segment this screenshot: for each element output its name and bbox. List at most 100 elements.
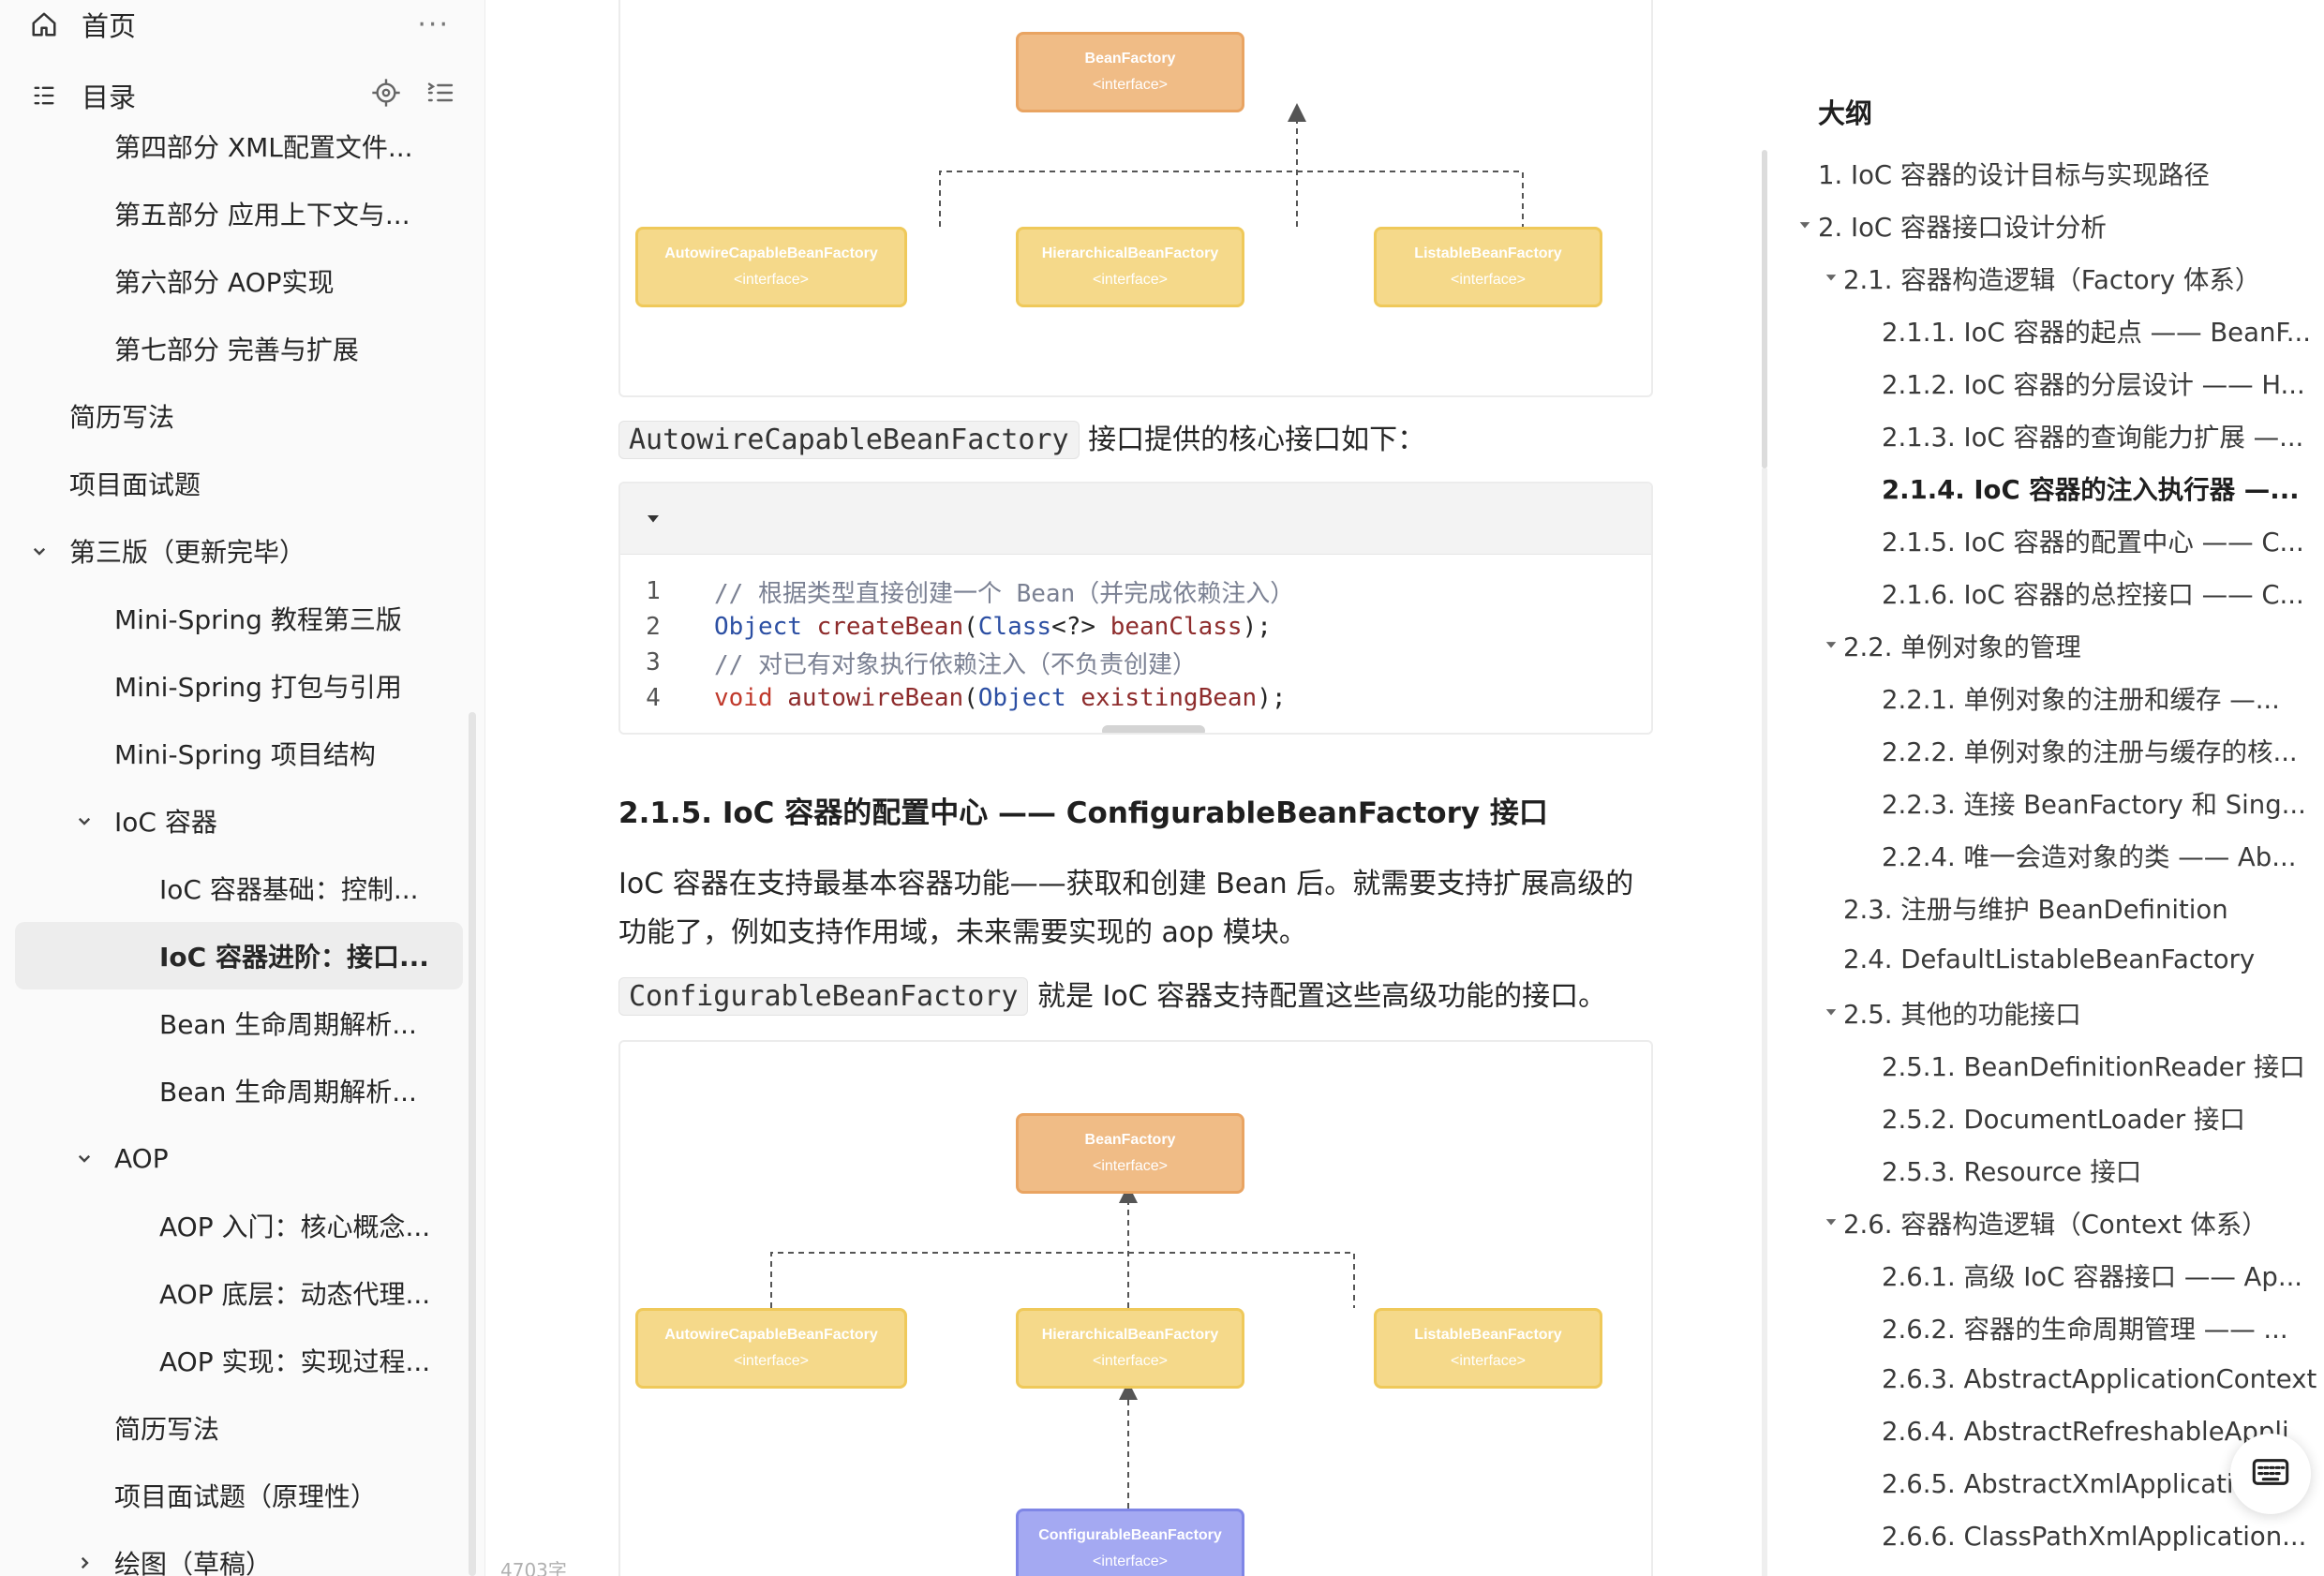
outline-item[interactable]: 2.1.1. IoC 容器的起点 —— BeanF... [1882,304,2311,356]
keyboard-shortcuts-button[interactable] [2230,1434,2311,1514]
paragraph-config-interface: ConfigurableBeanFactory 就是 IoC 容器支持配置这些高… [618,973,1659,1021]
outline-item[interactable]: 2.5.3. Resource 接口 [1882,1143,2141,1196]
line-number: 2 [646,613,661,641]
chevron-down-icon[interactable] [28,540,51,562]
outline-scrollbar[interactable] [1762,150,1767,468]
outline-item[interactable]: 2.5.2. DocumentLoader 接口 [1882,1091,2245,1143]
sidebar-item[interactable]: 项目面试题 [0,450,484,517]
sidebar-item[interactable]: Mini-Spring 项目结构 [0,720,484,787]
sidebar-item[interactable]: 第四部分 XML配置文件... [0,112,484,180]
outline-item-label: 2.6.5. AbstractXmlApplication [1882,1469,2266,1499]
caret-down-icon[interactable] [1822,1212,1840,1231]
outline-item-label: 2.1.6. IoC 容器的总控接口 —— C... [1882,580,2304,610]
outline-item[interactable]: 2.5.1. BeanDefinitionReader 接口 [1882,1038,2305,1091]
sidebar-item-label: Bean 生命周期解析... [159,1077,417,1108]
document-body: BeanFactory <interface> AutowireCapableB… [487,0,1668,1576]
outline-item[interactable]: 2.2.3. 连接 BeanFactory 和 Sing... [1882,776,2306,828]
collapse-code-icon[interactable] [645,510,662,530]
code-token: <?> [1051,613,1110,641]
code-line: 3// 对已有对象执行依赖注入（不负责创建） [620,645,1197,680]
sidebar-item-label: 第七部分 完善与扩展 [114,335,359,365]
node-stereotype: <interface> [733,1353,810,1369]
code-token: Object [977,684,1066,712]
outline-item[interactable]: 2.5. 其他的功能接口 [1843,986,2081,1038]
code-token: ( [963,613,978,641]
outline-item[interactable]: 2.6.1. 高级 IoC 容器接口 —— Ap... [1882,1248,2302,1301]
outline-item[interactable]: 2.1.4. IoC 容器的注入执行器 —... [1882,461,2300,513]
outline-item[interactable]: 2.1.3. IoC 容器的查询能力扩展 —... [1882,409,2303,461]
outline-item[interactable]: 2.6. 容器构造逻辑（Context 体系） [1843,1196,2268,1248]
sidebar-scrollbar[interactable] [469,712,476,1576]
outline-item[interactable]: 2.1.6. IoC 容器的总控接口 —— C... [1882,566,2304,618]
collapse-list-icon[interactable] [425,78,455,114]
sidebar-item[interactable]: AOP 实现：实现过程... [0,1327,484,1394]
sidebar-item[interactable]: Mini-Spring 教程第三版 [0,585,484,652]
sidebar-item[interactable]: AOP 底层：动态代理... [0,1259,484,1327]
caret-down-icon[interactable] [1795,216,1814,234]
sidebar-item[interactable]: AOP 入门：核心概念... [0,1192,484,1259]
outline-item[interactable]: 2.2.2. 单例对象的注册与缓存的核... [1882,723,2298,776]
sidebar-item[interactable]: 第五部分 应用上下文与... [0,180,484,247]
sidebar-item[interactable]: Mini-Spring 打包与引用 [0,652,484,720]
outline-item[interactable]: 2.2.1. 单例对象的注册和缓存 —... [1882,671,2280,723]
outline-item[interactable]: 2.6.5. AbstractXmlApplication [1882,1458,2266,1510]
outline-item[interactable]: 2.1. 容器构造逻辑（Factory 体系） [1843,251,2260,304]
sidebar-item[interactable]: 项目面试题（原理性） [0,1462,484,1529]
sidebar-item-label: Mini-Spring 教程第三版 [114,604,402,635]
code-scrollbar[interactable] [1102,725,1205,733]
outline-item[interactable]: 2.2.4. 唯一会造对象的类 —— Ab... [1882,828,2296,881]
sidebar-item[interactable]: 第七部分 完善与扩展 [0,315,484,382]
outline-item[interactable]: 2.6.2. 容器的生命周期管理 —— ... [1882,1301,2288,1353]
sidebar-item[interactable]: 简历写法 [0,382,484,450]
outline-item-label: 2.5.3. Resource 接口 [1882,1157,2142,1187]
sidebar-item[interactable]: Bean 生命周期解析... [0,989,484,1057]
chevron-down-icon[interactable] [73,810,96,832]
outline-item[interactable]: 2. IoC 容器接口设计分析 [1818,199,2107,251]
word-count: 4703字 [500,1559,567,1576]
node-stereotype: <interface> [1092,1158,1169,1174]
outline-item[interactable]: 2.3. 注册与维护 BeanDefinition [1843,881,2228,933]
outline-item[interactable]: 2.2. 单例对象的管理 [1843,618,2081,671]
sidebar-item[interactable]: 第三版（更新完毕） [0,517,484,585]
line-number: 3 [646,648,661,676]
outline-item[interactable]: 2.1.5. IoC 容器的配置中心 —— C... [1882,513,2304,566]
chevron-right-icon[interactable] [73,1552,96,1574]
node-configurable: ConfigurableBeanFactory <interface> [1016,1509,1244,1576]
outline-item-label: 2.2.1. 单例对象的注册和缓存 —... [1882,685,2280,715]
home-nav[interactable]: 首页 ··· [0,0,484,60]
caret-down-icon[interactable] [1822,268,1840,287]
section-heading: 2.1.5. IoC 容器的配置中心 —— ConfigurableBeanFa… [618,796,1548,830]
outline-item[interactable]: 2.1.2. IoC 容器的分层设计 —— H... [1882,356,2305,409]
outline-item[interactable]: 2.6.6. ClassPathXmlApplication... [1882,1510,2306,1563]
sidebar-item-label: 项目面试题（原理性） [114,1481,378,1512]
node-stereotype: <interface> [733,272,810,288]
home-icon [28,8,60,40]
sidebar-item-label: 项目面试题 [69,469,201,500]
sidebar-item-label: AOP [114,1142,169,1174]
outline-item-label: 2.6.3. AbstractApplicationContext [1882,1364,2317,1394]
sidebar-item[interactable]: 绘图（草稿） [0,1529,484,1576]
sidebar-item-label: AOP 入门：核心概念... [159,1212,431,1242]
outline-item-label: 2.6.6. ClassPathXmlApplication... [1882,1522,2307,1552]
sidebar-item[interactable]: 简历写法 [0,1394,484,1462]
locate-icon[interactable] [371,78,401,114]
code-block-header [620,483,1651,555]
outline-item[interactable]: 2.4. DefaultListableBeanFactory [1843,933,2255,986]
caret-down-icon[interactable] [1822,635,1840,654]
node-listable: ListableBeanFactory <interface> [1374,1308,1602,1389]
outline-item-label: 2.2. 单例对象的管理 [1843,632,2081,662]
sidebar-item[interactable]: 第六部分 AOP实现 [0,247,484,315]
sidebar-item[interactable]: IoC 容器基础：控制... [0,855,484,922]
sidebar-item-label: 第六部分 AOP实现 [114,267,335,298]
sidebar-item[interactable]: IoC 容器 [0,787,484,855]
caret-down-icon[interactable] [1822,1003,1840,1021]
sidebar-item[interactable]: AOP [0,1124,484,1192]
sidebar-item[interactable]: IoC 容器进阶：接口... [15,922,463,989]
outline-item[interactable]: 1. IoC 容器的设计目标与实现路径 [1818,146,2210,199]
more-icon[interactable]: ··· [417,7,450,41]
code-token: createBean [816,613,964,641]
outline-item[interactable]: 2.6.4. AbstractRefreshableAppli [1882,1405,2289,1458]
outline-item[interactable]: 2.6.3. AbstractApplicationContext [1882,1353,2317,1405]
chevron-down-icon[interactable] [73,1147,96,1169]
sidebar-item[interactable]: Bean 生命周期解析... [0,1057,484,1124]
